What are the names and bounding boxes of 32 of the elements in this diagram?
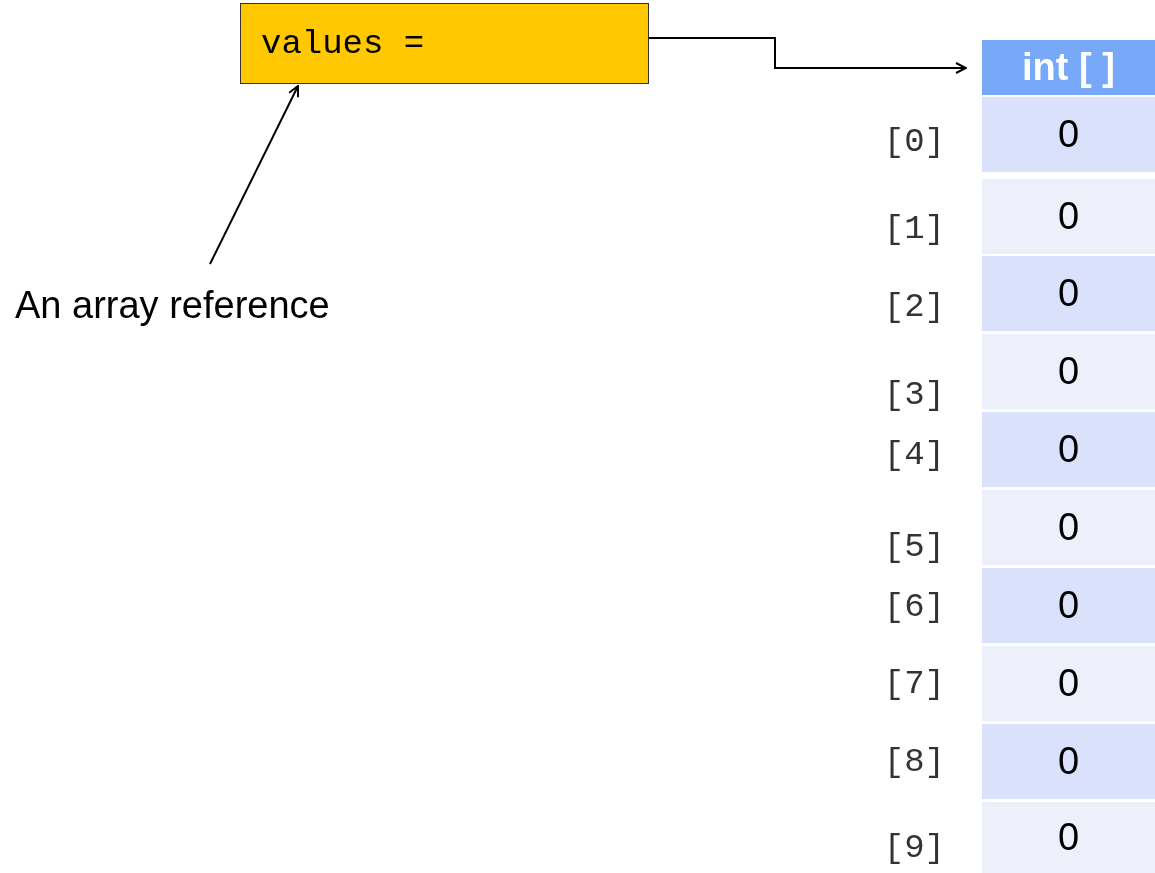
index-label: [6] <box>883 588 945 626</box>
index-label: [1] <box>883 210 945 248</box>
cell-value: 0 <box>1057 662 1080 705</box>
array-cell <box>982 568 1155 643</box>
index-label: [5] <box>883 528 945 566</box>
leader-arrow <box>209 85 300 265</box>
array-cell <box>982 97 1155 172</box>
cell-value: 0 <box>1057 584 1080 627</box>
array-cell <box>982 724 1155 799</box>
cell-value: 0 <box>1057 816 1080 859</box>
cell-value: 0 <box>1057 272 1080 315</box>
index-label: [0] <box>883 123 945 161</box>
annotation-text: An array reference <box>15 283 330 327</box>
variable-label: values = <box>261 24 425 63</box>
index-label: [7] <box>883 665 945 703</box>
cell-value: 0 <box>1057 113 1080 156</box>
cell-value: 0 <box>1057 195 1080 238</box>
index-label: [3] <box>883 376 945 414</box>
array-cell <box>982 256 1155 331</box>
cell-value: 0 <box>1057 740 1080 783</box>
cell-value: 0 <box>1057 428 1080 471</box>
array-type-header <box>982 40 1155 95</box>
index-label: [9] <box>883 829 945 867</box>
reference-arrow <box>648 37 967 74</box>
index-label: [4] <box>883 436 945 474</box>
cell-value: 0 <box>1057 350 1080 393</box>
index-label: [8] <box>883 743 945 781</box>
index-label: [2] <box>883 288 945 326</box>
variable-box <box>240 3 649 84</box>
array-cell <box>982 412 1155 487</box>
cell-value: 0 <box>1057 506 1080 549</box>
type-label: int [ ] <box>1022 46 1115 89</box>
